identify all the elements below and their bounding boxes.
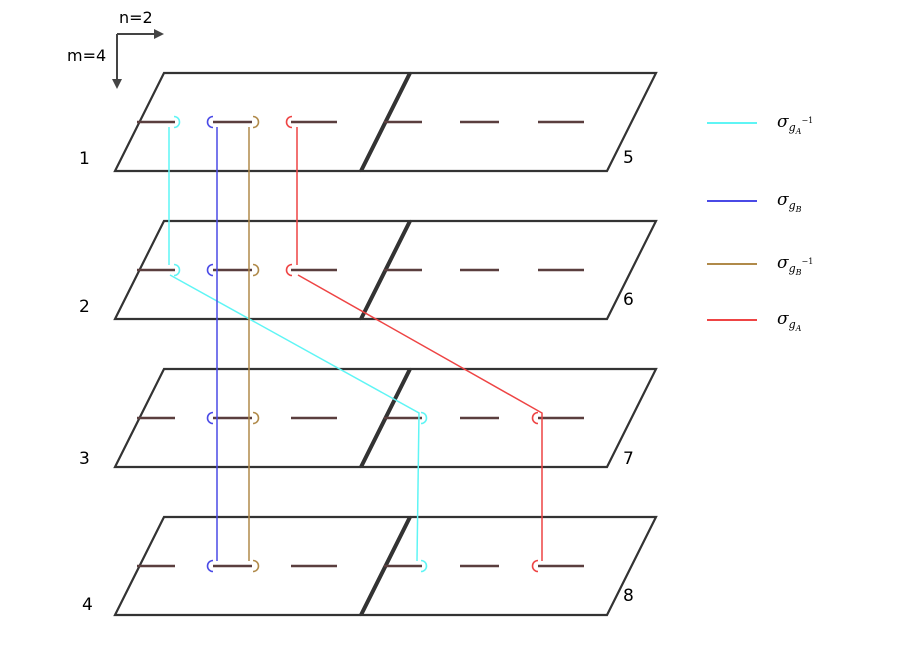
hook-gB <box>206 263 214 277</box>
hook-gA <box>285 115 293 129</box>
legend-item-gA-inverse: σgA−1 <box>707 112 813 136</box>
hook-gB <box>206 559 214 573</box>
sheet-7 <box>360 367 658 469</box>
hook-gB-inverse <box>252 115 260 129</box>
sheet-label-6: 6 <box>623 290 634 310</box>
hook-gA-inverse <box>173 115 181 129</box>
legend-label: σgB <box>777 190 802 214</box>
sheet-label-7: 7 <box>623 449 634 469</box>
sheet-2 <box>113 219 411 321</box>
hook-gA <box>531 411 539 425</box>
hook-gB <box>206 411 214 425</box>
hook-gA-inverse <box>420 559 428 573</box>
hook-gA <box>285 263 293 277</box>
legend-label: σgA <box>777 309 802 333</box>
hook-gA-inverse <box>420 411 428 425</box>
n-axis-label: n=2 <box>119 8 153 27</box>
axis-indicator: n=2 m=4 <box>67 8 164 89</box>
sheet-5 <box>360 71 658 173</box>
legend-item-gB-inverse: σgB−1 <box>707 253 813 277</box>
sheet-label-4: 4 <box>82 595 93 615</box>
hook-gB-inverse <box>252 559 260 573</box>
sheet-4 <box>113 515 411 617</box>
legend-item-gB: σgB <box>707 190 802 214</box>
sheet-label-8: 8 <box>623 586 634 606</box>
sheet-8 <box>360 515 658 617</box>
sheet-1 <box>113 71 411 173</box>
hook-gB <box>206 115 214 129</box>
sheet-labels: 1 2 3 4 5 6 7 8 <box>79 148 634 615</box>
legend-item-gA: σgA <box>707 309 802 333</box>
monodromy-paths-group <box>168 115 543 573</box>
sheet-label-3: 3 <box>79 449 90 469</box>
path-gA-inverse <box>169 274 420 562</box>
legend-label: σgB−1 <box>777 253 813 277</box>
sheet-6 <box>360 219 658 321</box>
m-axis-label: m=4 <box>67 46 106 65</box>
sheets-group <box>113 71 658 617</box>
sheet-label-5: 5 <box>623 148 634 168</box>
hook-gB-inverse <box>252 411 260 425</box>
sheet-label-1: 1 <box>79 149 90 169</box>
legend-label: σgA−1 <box>777 112 813 136</box>
hook-gB-inverse <box>252 263 260 277</box>
sheet-3 <box>113 367 411 469</box>
hook-gA-inverse <box>173 263 181 277</box>
branch-cuts-group <box>137 120 584 568</box>
hook-gA <box>531 559 539 573</box>
sheet-label-2: 2 <box>79 297 90 317</box>
path-gA <box>297 274 543 561</box>
legend: σgA−1 σgB σgB−1 σgA <box>707 112 813 333</box>
